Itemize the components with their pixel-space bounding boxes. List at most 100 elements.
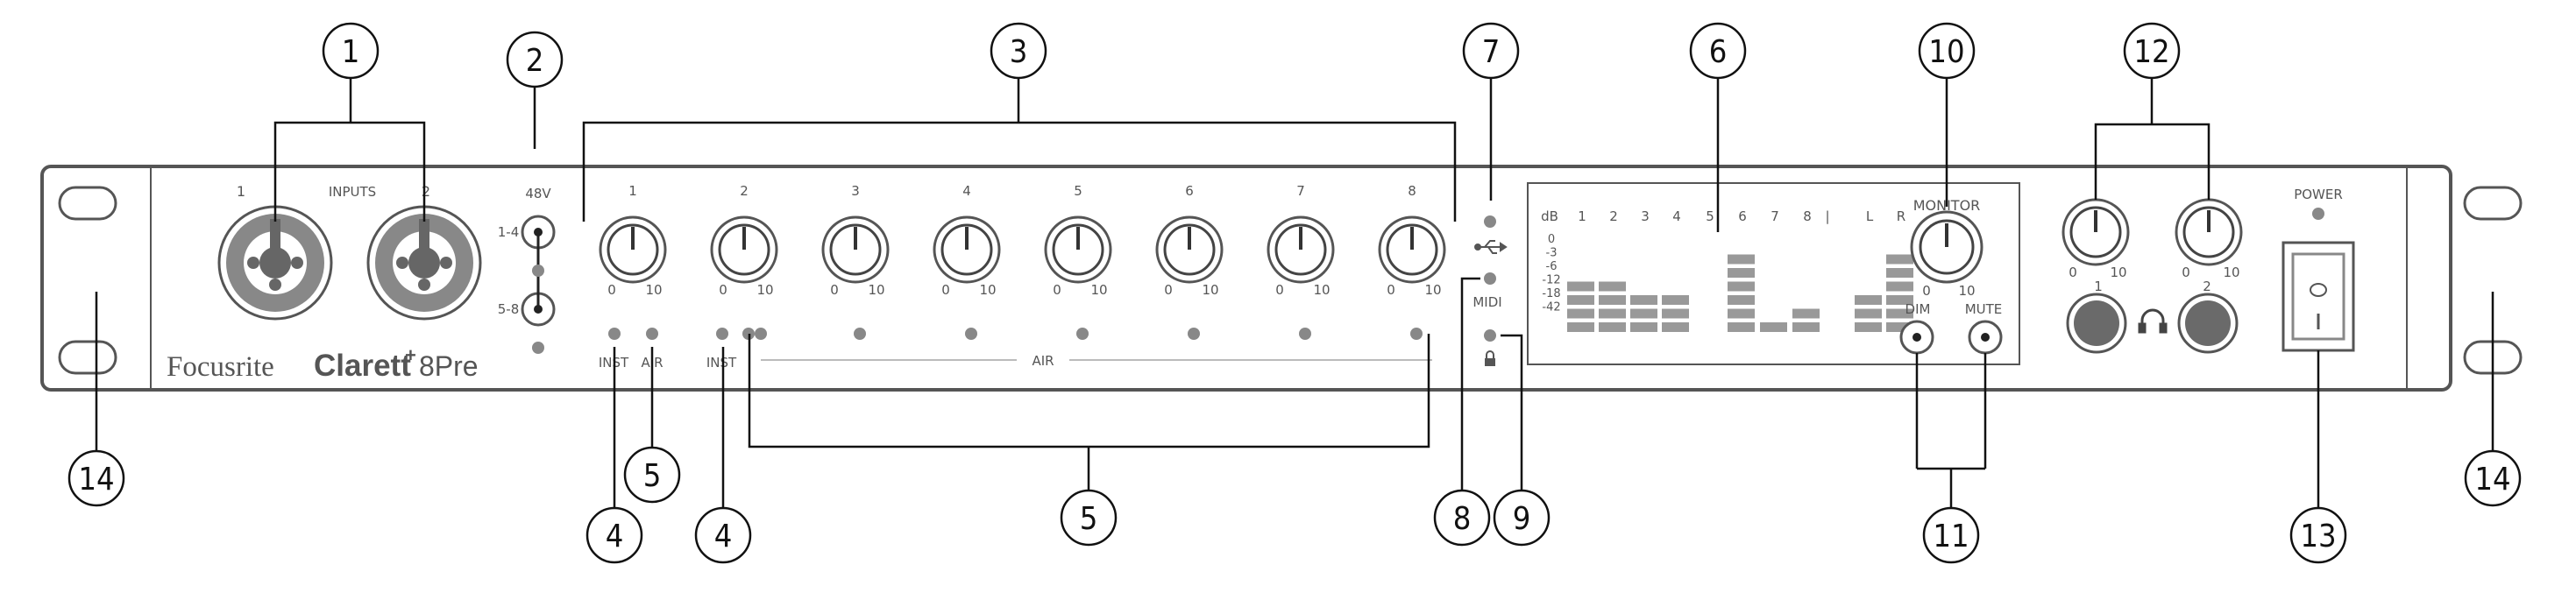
gain-knob-1[interactable]	[599, 215, 667, 284]
gain-2-min: 0	[719, 282, 727, 298]
callout-9-text: 9	[1513, 501, 1531, 537]
lock-icon	[1485, 350, 1495, 366]
combo-number-2: 2	[422, 183, 430, 200]
callouts	[67, 22, 2522, 564]
meter-segment	[1760, 322, 1787, 332]
air-switch-ch-3[interactable]	[854, 328, 866, 340]
callout-14-left-text: 14	[78, 462, 114, 498]
meter-segment	[1662, 322, 1689, 332]
callout-7-text: 7	[1482, 34, 1501, 70]
callout-11	[1922, 506, 1980, 564]
air-switch-ch-7[interactable]	[1299, 328, 1311, 340]
gain-3-max: 10	[868, 282, 884, 298]
callout-6	[1689, 22, 1747, 80]
meter-scale-label: -12	[1542, 274, 1560, 287]
callout-5-a-text: 5	[643, 458, 662, 494]
phantom-label: 48V	[525, 186, 551, 201]
front-panel-face	[150, 166, 2408, 391]
meter-scale-label: -6	[1546, 260, 1558, 273]
gain-2-max: 10	[756, 282, 773, 298]
meter-segment	[1567, 295, 1594, 305]
meter-column-L-label: L	[1866, 208, 1874, 224]
meter-segment	[1728, 281, 1755, 292]
gain-knob-4[interactable]	[933, 215, 1001, 284]
gain-4-max: 10	[979, 282, 996, 298]
gain-8-max: 10	[1424, 282, 1441, 298]
callout-8-text: 8	[1453, 501, 1472, 537]
meter-column-5-label: 5	[1706, 208, 1714, 224]
gain-knob-5[interactable]	[1044, 215, 1112, 284]
callout-4-b-text: 4	[714, 519, 733, 554]
gain-knob-2[interactable]	[710, 215, 778, 284]
combo-jack-1[interactable]	[217, 205, 333, 321]
gain-channel-7-label: 7	[1296, 183, 1305, 199]
monitor-min: 0	[1922, 283, 1931, 299]
inst-air-section: INST AIR INST AIR	[599, 328, 1432, 371]
gain-knob-8[interactable]	[1378, 215, 1446, 284]
headphone-output-1-label: 1	[2094, 279, 2103, 294]
callout-2-text: 2	[526, 43, 544, 79]
gain-7-min: 0	[1275, 282, 1284, 298]
gain-knob-3[interactable]	[821, 215, 890, 284]
callout-14-left	[67, 449, 125, 507]
hp1-max: 10	[2110, 265, 2126, 280]
midi-led	[1484, 272, 1496, 285]
hp2-min: 0	[2182, 265, 2190, 280]
phantom-led-1-4	[532, 265, 544, 277]
combo-jack-2[interactable]	[366, 205, 482, 321]
meter-column-6-label: 6	[1738, 208, 1747, 224]
inst-switch-2[interactable]	[716, 328, 728, 340]
power-label: POWER	[2294, 187, 2343, 202]
meter-scale-label: -18	[1542, 287, 1560, 300]
meter-segment	[1630, 295, 1657, 305]
meter-segment	[1886, 281, 1913, 292]
meter-scale-label: -42	[1542, 301, 1560, 314]
meter-scale: 0-3-6-12-18-42	[1542, 233, 1560, 314]
gain-1-max: 10	[645, 282, 662, 298]
inst-switch-1[interactable]	[608, 328, 621, 340]
meter-segment	[1728, 308, 1755, 319]
gain-7-max: 10	[1313, 282, 1330, 298]
lock-led	[1484, 329, 1496, 342]
meter-db-label: dB	[1541, 208, 1558, 224]
phantom-power-section: 48V 1-4 5-8	[498, 186, 556, 354]
callout-13-text: 13	[2300, 519, 2336, 554]
air-switch-ch-5[interactable]	[1076, 328, 1089, 340]
callout-5-a	[623, 446, 681, 504]
air-switch-ch-6[interactable]	[1188, 328, 1200, 340]
headphones-icon	[2138, 308, 2168, 334]
phantom-led-5-8	[532, 342, 544, 354]
power-led	[2312, 208, 2324, 220]
callout-3	[990, 22, 1047, 80]
gain-channel-6-label: 6	[1185, 183, 1194, 199]
callout-5-b-text: 5	[1080, 501, 1098, 537]
rack-hole-top-left	[58, 186, 117, 221]
meter-segment	[1886, 254, 1913, 265]
meter-column-2-label: 2	[1609, 208, 1618, 224]
air-switch-ch-1[interactable]	[755, 328, 767, 340]
gain-3-min: 0	[830, 282, 839, 298]
phantom-group-a-label: 1-4	[498, 224, 520, 240]
gain-channel-1-label: 1	[628, 183, 637, 199]
gain-knob-7[interactable]	[1267, 215, 1335, 284]
meter-segment	[1728, 254, 1755, 265]
meter-segment	[1792, 308, 1820, 319]
meter-segment	[1599, 322, 1626, 332]
air-switch-ch-8[interactable]	[1410, 328, 1423, 340]
monitor-max: 10	[1958, 283, 1975, 299]
mute-label: MUTE	[1965, 301, 2003, 317]
air-switch-1[interactable]	[646, 328, 658, 340]
callout-1-text: 1	[342, 34, 360, 70]
air-switch-ch-4[interactable]	[965, 328, 977, 340]
gain-knob-6[interactable]	[1155, 215, 1224, 284]
callout-14-right	[2464, 449, 2522, 507]
callout-14-right-text: 14	[2474, 462, 2510, 498]
usb-icon	[1474, 240, 1508, 254]
brand-model: Clarett	[314, 349, 411, 383]
dim-label: DIM	[1905, 301, 1931, 317]
meter-column-4-label: 4	[1672, 208, 1681, 224]
meter-segment	[1630, 322, 1657, 332]
meter-column-R-label: R	[1897, 208, 1905, 224]
combo-number-1: 1	[237, 183, 245, 200]
gain-1-min: 0	[607, 282, 616, 298]
